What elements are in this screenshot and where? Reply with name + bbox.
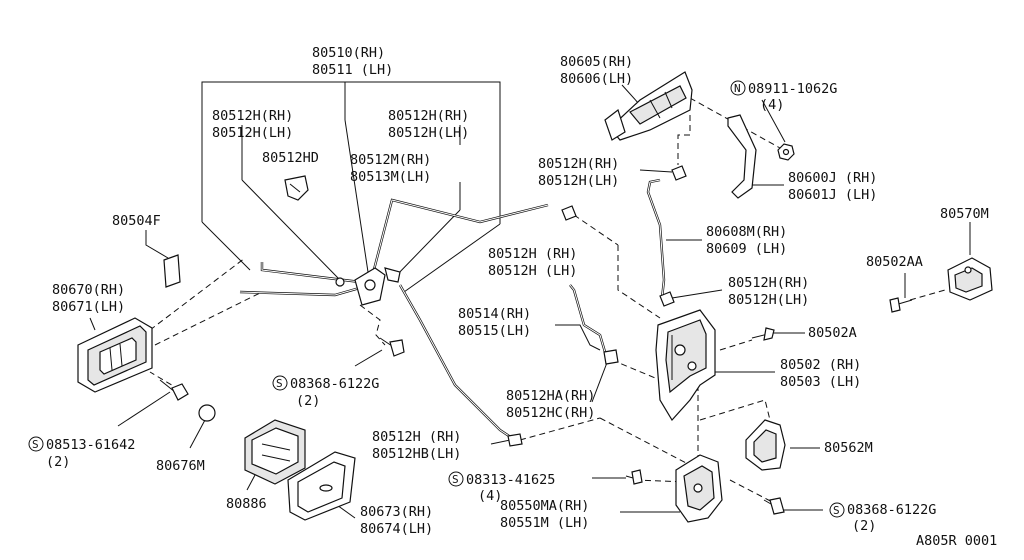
label-clip-h: 80512H (RH) <box>372 429 461 445</box>
screw-symbol: S <box>32 438 39 451</box>
bolt-icon <box>625 469 643 485</box>
label-clip-hb: 80512HB(LH) <box>372 446 461 462</box>
label-rod-right-clip-rh: 80512H(RH) <box>388 108 469 124</box>
cover-icon <box>745 419 786 471</box>
label-screw-left: 08513-61642 <box>46 437 135 453</box>
label-rod-left-clip-rh: 80512H(RH) <box>212 108 293 124</box>
bracket-icon <box>727 114 757 199</box>
label-actuator-rh: 80550MA(RH) <box>500 498 589 514</box>
label-outer-handle-rh: 80605(RH) <box>560 54 633 70</box>
bezel-icon <box>287 451 356 521</box>
pad-icon <box>163 254 181 288</box>
nut-symbol: N <box>734 82 741 95</box>
label-clip-center-rh: 80512H (RH) <box>488 246 577 262</box>
label-outer-handle-lh: 80606(LH) <box>560 71 633 87</box>
grommet-icon <box>198 404 216 422</box>
label-rod-lock-lh: 80515(LH) <box>458 323 531 339</box>
label-bolt-bottom-qty: (2) <box>852 518 876 534</box>
screw-symbol: S <box>276 377 283 390</box>
screw-symbol: S <box>833 504 840 517</box>
lock-actuator-icon <box>675 454 723 523</box>
bolt-icon <box>763 497 785 515</box>
label-bracket-rh: 80600J (RH) <box>788 170 877 186</box>
label-handle-clip-rh: 80512H(RH) <box>538 156 619 172</box>
clip-icon <box>507 165 687 447</box>
label-bolt-mid-qty: (2) <box>296 393 320 409</box>
label-escutcheon: 80886 <box>226 496 267 512</box>
door-lock-icon <box>655 309 716 422</box>
screw-symbol: S <box>452 473 459 486</box>
label-lock-lh: 80503 (LH) <box>780 374 861 390</box>
label-rod-mid-rh: 80512M(RH) <box>350 152 431 168</box>
label-striker: 80570M <box>940 206 989 222</box>
bellcrank-icon <box>335 267 401 306</box>
leader-lines <box>89 81 971 519</box>
label-bezel-rh: 80673(RH) <box>360 504 433 520</box>
label-handle-clip-lh: 80512H(LH) <box>538 173 619 189</box>
label-clip-hc: 80512HC(RH) <box>506 405 595 421</box>
label-clip-right-rh: 80512H(RH) <box>728 275 809 291</box>
diagram-id: A805R 0001 <box>916 533 997 549</box>
label-inner-handle-lh: 80671(LH) <box>52 299 125 315</box>
label-rod-top-lh: 80511 (LH) <box>312 62 393 78</box>
label-bolt-mid: 08368-6122G <box>290 376 379 392</box>
label-grommet: 80676M <box>156 458 205 474</box>
label-clip-center-lh: 80512H (LH) <box>488 263 577 279</box>
label-rod-outer-lh: 80609 (LH) <box>706 241 787 257</box>
outside-handle-icon <box>604 71 693 141</box>
escutcheon-icon <box>244 419 306 485</box>
bolt-icon <box>889 297 913 313</box>
label-lock-rh: 80502 (RH) <box>780 357 861 373</box>
label-bolt-bottom: 08368-6122G <box>847 502 936 518</box>
label-nut: 08911-1062G <box>748 81 837 97</box>
label-striker-bolt: 80502AA <box>866 254 923 270</box>
label-screw-left-qty: (2) <box>46 454 70 470</box>
label-rod-mid-lh: 80513M(LH) <box>350 169 431 185</box>
nut-icon <box>777 143 795 161</box>
label-screw-lock: 08313-41625 <box>466 472 555 488</box>
label-bezel-lh: 80674(LH) <box>360 521 433 537</box>
label-inner-handle-rh: 80670(RH) <box>52 282 125 298</box>
part-labels: 80510(RH) 80511 (LH) 80512H(RH) 80512H(L… <box>46 45 997 549</box>
bolt-icon <box>159 379 189 401</box>
clip-icon <box>284 175 309 201</box>
label-nut-qty: (4) <box>760 97 784 113</box>
label-bracket-lh: 80601J (LH) <box>788 187 877 203</box>
label-rod-left-clip-lh: 80512H(LH) <box>212 125 293 141</box>
label-clip-ha: 80512HA(RH) <box>506 388 595 404</box>
label-rod-lock-rh: 80514(RH) <box>458 306 531 322</box>
bolt-icon <box>379 337 405 357</box>
label-rod-right-clip-lh: 80512H(LH) <box>388 125 469 141</box>
label-pad: 80504F <box>112 213 161 229</box>
label-cover: 80562M <box>824 440 873 456</box>
bolt-icon <box>751 327 775 341</box>
striker-icon <box>947 257 993 301</box>
label-rod-outer-rh: 80608M(RH) <box>706 224 787 240</box>
standard-symbols: S S S S N <box>28 80 845 518</box>
label-actuator-lh: 80551M (LH) <box>500 515 589 531</box>
inside-handle-icon <box>77 317 153 393</box>
label-lock-screw: 80502A <box>808 325 857 341</box>
label-clip-hd: 80512HD <box>262 150 319 166</box>
rod-icon <box>239 178 666 441</box>
label-screw-lock-qty: (4) <box>478 488 502 504</box>
label-clip-right-lh: 80512H(LH) <box>728 292 809 308</box>
label-rod-top-rh: 80510(RH) <box>312 45 385 61</box>
